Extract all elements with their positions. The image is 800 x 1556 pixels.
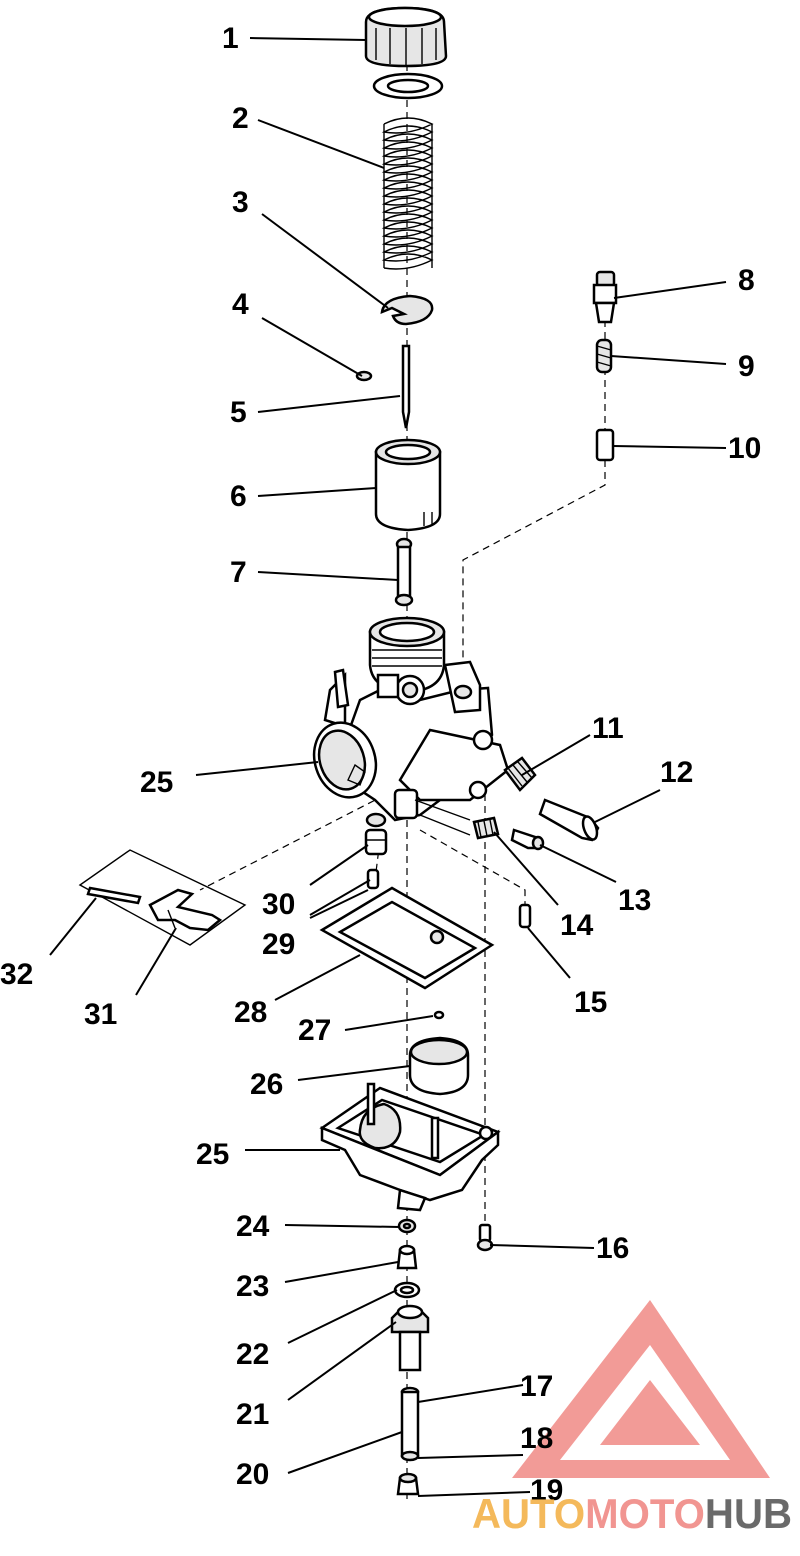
callout-18: 18 <box>520 1422 553 1455</box>
callout-11: 11 <box>592 712 624 745</box>
callout-24: 24 <box>236 1210 270 1243</box>
part-14-pilot-spring <box>472 816 500 840</box>
leader-lines <box>49 37 727 1497</box>
part-10-screw-tip <box>595 428 615 462</box>
part-20-emulsion-tube <box>400 1386 420 1462</box>
part-32-plate <box>78 849 247 946</box>
callout-32: 32 <box>0 958 33 991</box>
part-13-pilot-screw <box>510 828 545 851</box>
watermark-auto: AUTO <box>472 1490 585 1537</box>
part-26-float <box>408 1036 470 1096</box>
part-30-pilot-jet <box>364 812 388 856</box>
watermark-text: AUTOMOTOHUB <box>472 1490 792 1537</box>
callout-23: 23 <box>236 1270 269 1303</box>
callout-25-body: 25 <box>140 766 173 799</box>
carburetor-body <box>312 616 510 836</box>
callout-21: 21 <box>236 1398 269 1431</box>
part-25-float-bowl <box>319 1082 501 1212</box>
part-29-jet-small <box>366 868 380 890</box>
callout-3: 3 <box>232 186 249 219</box>
callout-10: 10 <box>728 432 761 465</box>
callout-labels: 1 2 3 4 5 6 7 8 9 10 11 12 13 14 15 16 1… <box>0 22 761 1507</box>
part-19-starter-jet <box>396 1472 420 1496</box>
part-28-gasket <box>319 886 495 990</box>
part-22-o-ring <box>393 1281 421 1299</box>
part-23-main-jet <box>396 1244 418 1270</box>
callout-2: 2 <box>232 102 249 135</box>
svg-text:AUTOMOTOHUB: AUTOMOTOHUB <box>472 1490 792 1537</box>
callout-29: 29 <box>262 928 295 961</box>
part-31-bracket <box>148 888 223 932</box>
part-27-float-pin <box>433 1010 445 1020</box>
callout-4: 4 <box>232 288 249 321</box>
callout-30: 30 <box>262 888 295 921</box>
part-1-cap <box>364 6 448 68</box>
callout-12: 12 <box>660 756 693 789</box>
part-21-jet-holder <box>390 1304 430 1372</box>
callout-22: 22 <box>236 1338 269 1371</box>
callout-5: 5 <box>230 396 247 429</box>
callout-14: 14 <box>560 909 594 942</box>
callout-28: 28 <box>234 996 267 1029</box>
part-6-throttle-slide <box>374 438 442 532</box>
callout-13: 13 <box>618 884 651 917</box>
callout-25-bowl: 25 <box>196 1138 229 1171</box>
part-1-washer <box>372 72 444 100</box>
callout-9: 9 <box>738 350 755 383</box>
callout-16: 16 <box>596 1232 629 1265</box>
callout-7: 7 <box>230 556 247 589</box>
part-8-screw-head <box>592 270 618 324</box>
part-3-clip-plate <box>380 294 434 326</box>
callout-27: 27 <box>298 1014 331 1047</box>
part-11-idle-spring <box>503 756 537 792</box>
watermark-moto: MOTO <box>585 1490 705 1537</box>
part-12-idle-screw <box>538 798 600 842</box>
callout-26: 26 <box>250 1068 283 1101</box>
callout-31: 31 <box>84 998 117 1031</box>
watermark-hub: HUB <box>705 1490 792 1537</box>
part-16-drain-screw <box>476 1223 494 1252</box>
callout-20: 20 <box>236 1458 269 1491</box>
part-2-spring <box>381 117 434 270</box>
part-24-washer <box>397 1218 417 1234</box>
callout-19: 19 <box>530 1474 563 1507</box>
callout-1: 1 <box>222 22 239 55</box>
part-7-needle-jet <box>394 537 414 607</box>
part-9-small-spring <box>595 338 613 374</box>
callout-8: 8 <box>738 264 755 297</box>
part-15-plug <box>518 903 532 929</box>
callout-6: 6 <box>230 480 247 513</box>
watermark-logo <box>512 1300 770 1478</box>
callout-15: 15 <box>574 986 607 1019</box>
part-5-jet-needle <box>401 344 411 429</box>
callout-17: 17 <box>520 1370 553 1403</box>
